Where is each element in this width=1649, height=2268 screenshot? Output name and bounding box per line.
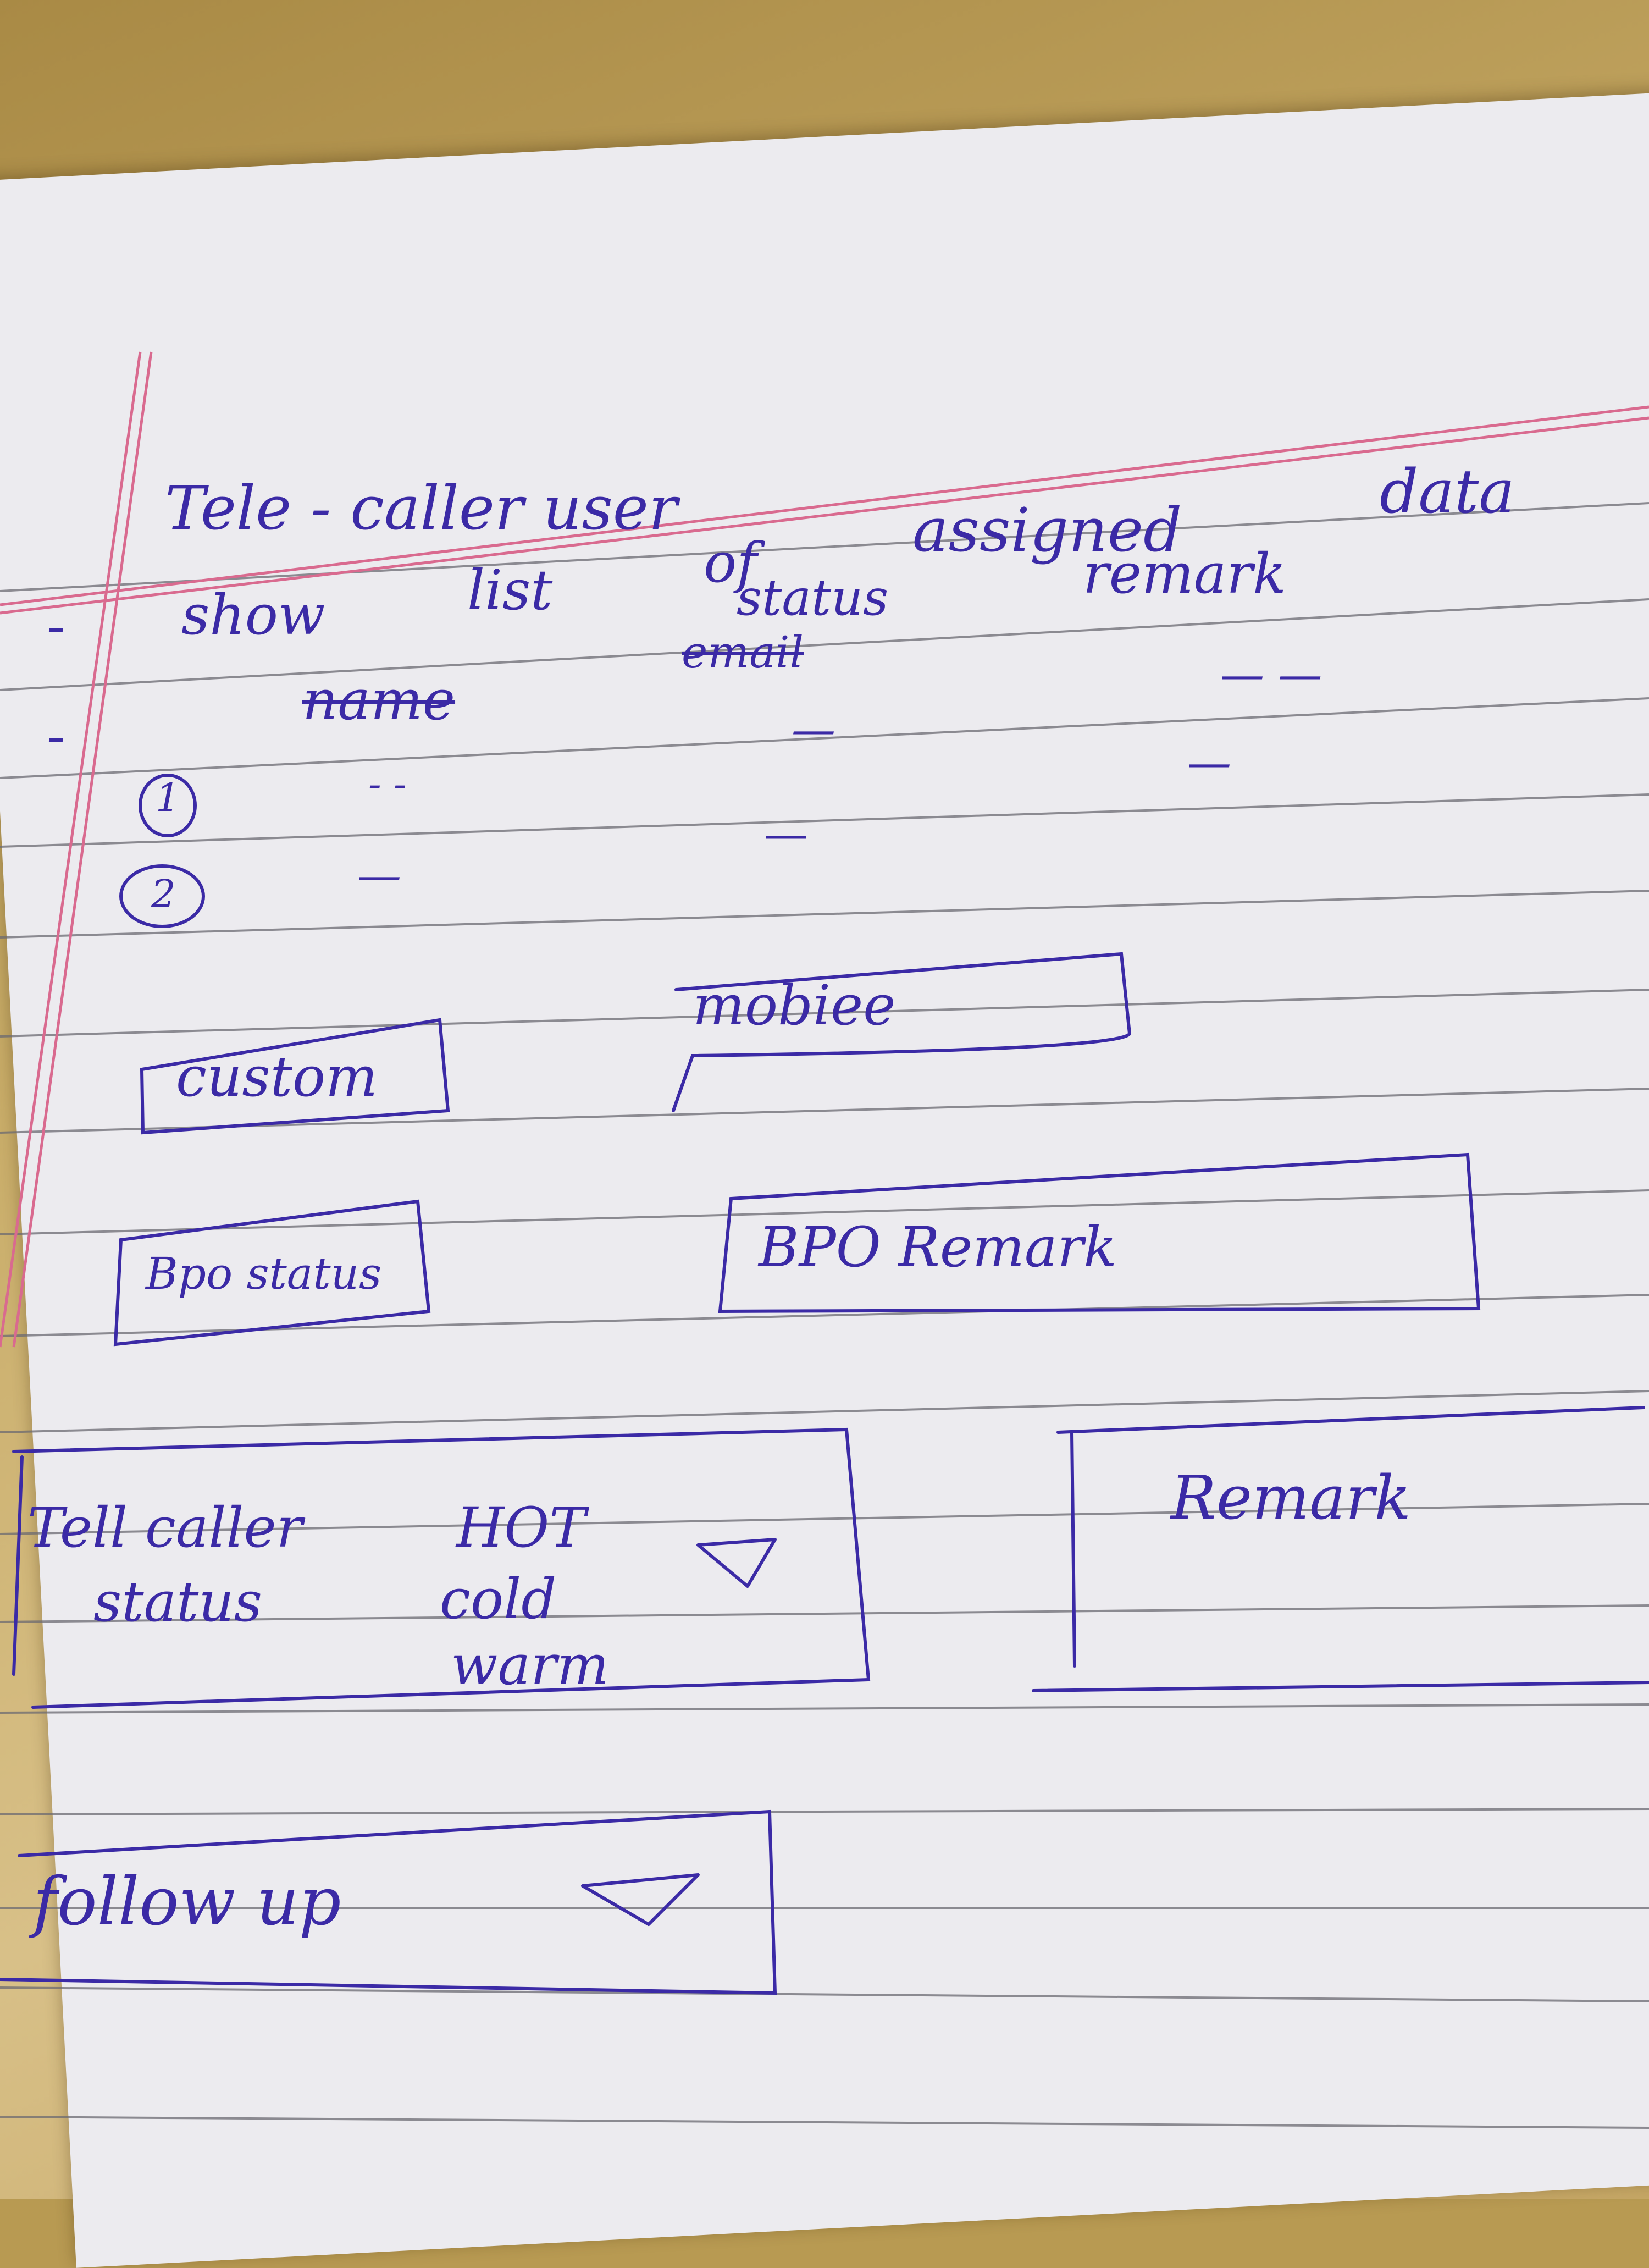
row-2-cell-name: — [357, 849, 401, 901]
row-1-number: 1 [156, 775, 180, 820]
ruled-lines [0, 502, 1649, 2129]
row-number-circles [119, 774, 205, 928]
field-tellcaller-label-1: Tell caller [27, 1496, 303, 1560]
row-1-cell-status: — [792, 704, 835, 755]
column-status: status [737, 569, 889, 627]
field-custom-label: custom [176, 1045, 378, 1109]
field-remark-label: Remark [1171, 1463, 1412, 1533]
row-2-cell-status: — [764, 808, 808, 859]
intro-word-of: of [704, 531, 757, 595]
intro-word-show: show [181, 583, 325, 647]
status-option-warm: warm [451, 1633, 609, 1697]
margin-lines [0, 351, 1649, 1348]
column-name: name [302, 668, 456, 732]
row-1-cell-name: - - [368, 761, 407, 807]
field-bpo-remark-label: BPO Remark [759, 1215, 1117, 1279]
page-heading: Tele - caller user [165, 473, 678, 543]
bullet-dash-2: - [47, 704, 65, 768]
bullet-dash: - [47, 594, 65, 658]
ink-drawing [0, 351, 1649, 2129]
status-option-hot: HOT [456, 1496, 586, 1560]
intro-word-data: data [1380, 456, 1515, 527]
row-2-number: 2 [151, 871, 176, 917]
intro-word-assigned: assigned [912, 495, 1182, 565]
intro-word-list: list [467, 558, 553, 622]
field-follow-up-label: follow up [33, 1864, 341, 1940]
dropdown-arrows [581, 1538, 777, 1926]
field-mobile-label: mobiee [693, 973, 896, 1038]
field-boxes [0, 952, 1649, 1995]
triangle-down-icon [696, 1538, 777, 1588]
field-tellcaller-label-2: status [93, 1570, 263, 1634]
field-bpo-status-label: Bpo status [146, 1248, 382, 1299]
status-option-cold: cold [440, 1567, 557, 1631]
triangle-down-icon [581, 1873, 700, 1926]
column-remark: remark [1083, 542, 1286, 606]
row-1-cell-remark: — — [1220, 649, 1322, 700]
column-email-struck: email [682, 627, 804, 678]
row-2-cell-remark: — [1187, 737, 1231, 788]
